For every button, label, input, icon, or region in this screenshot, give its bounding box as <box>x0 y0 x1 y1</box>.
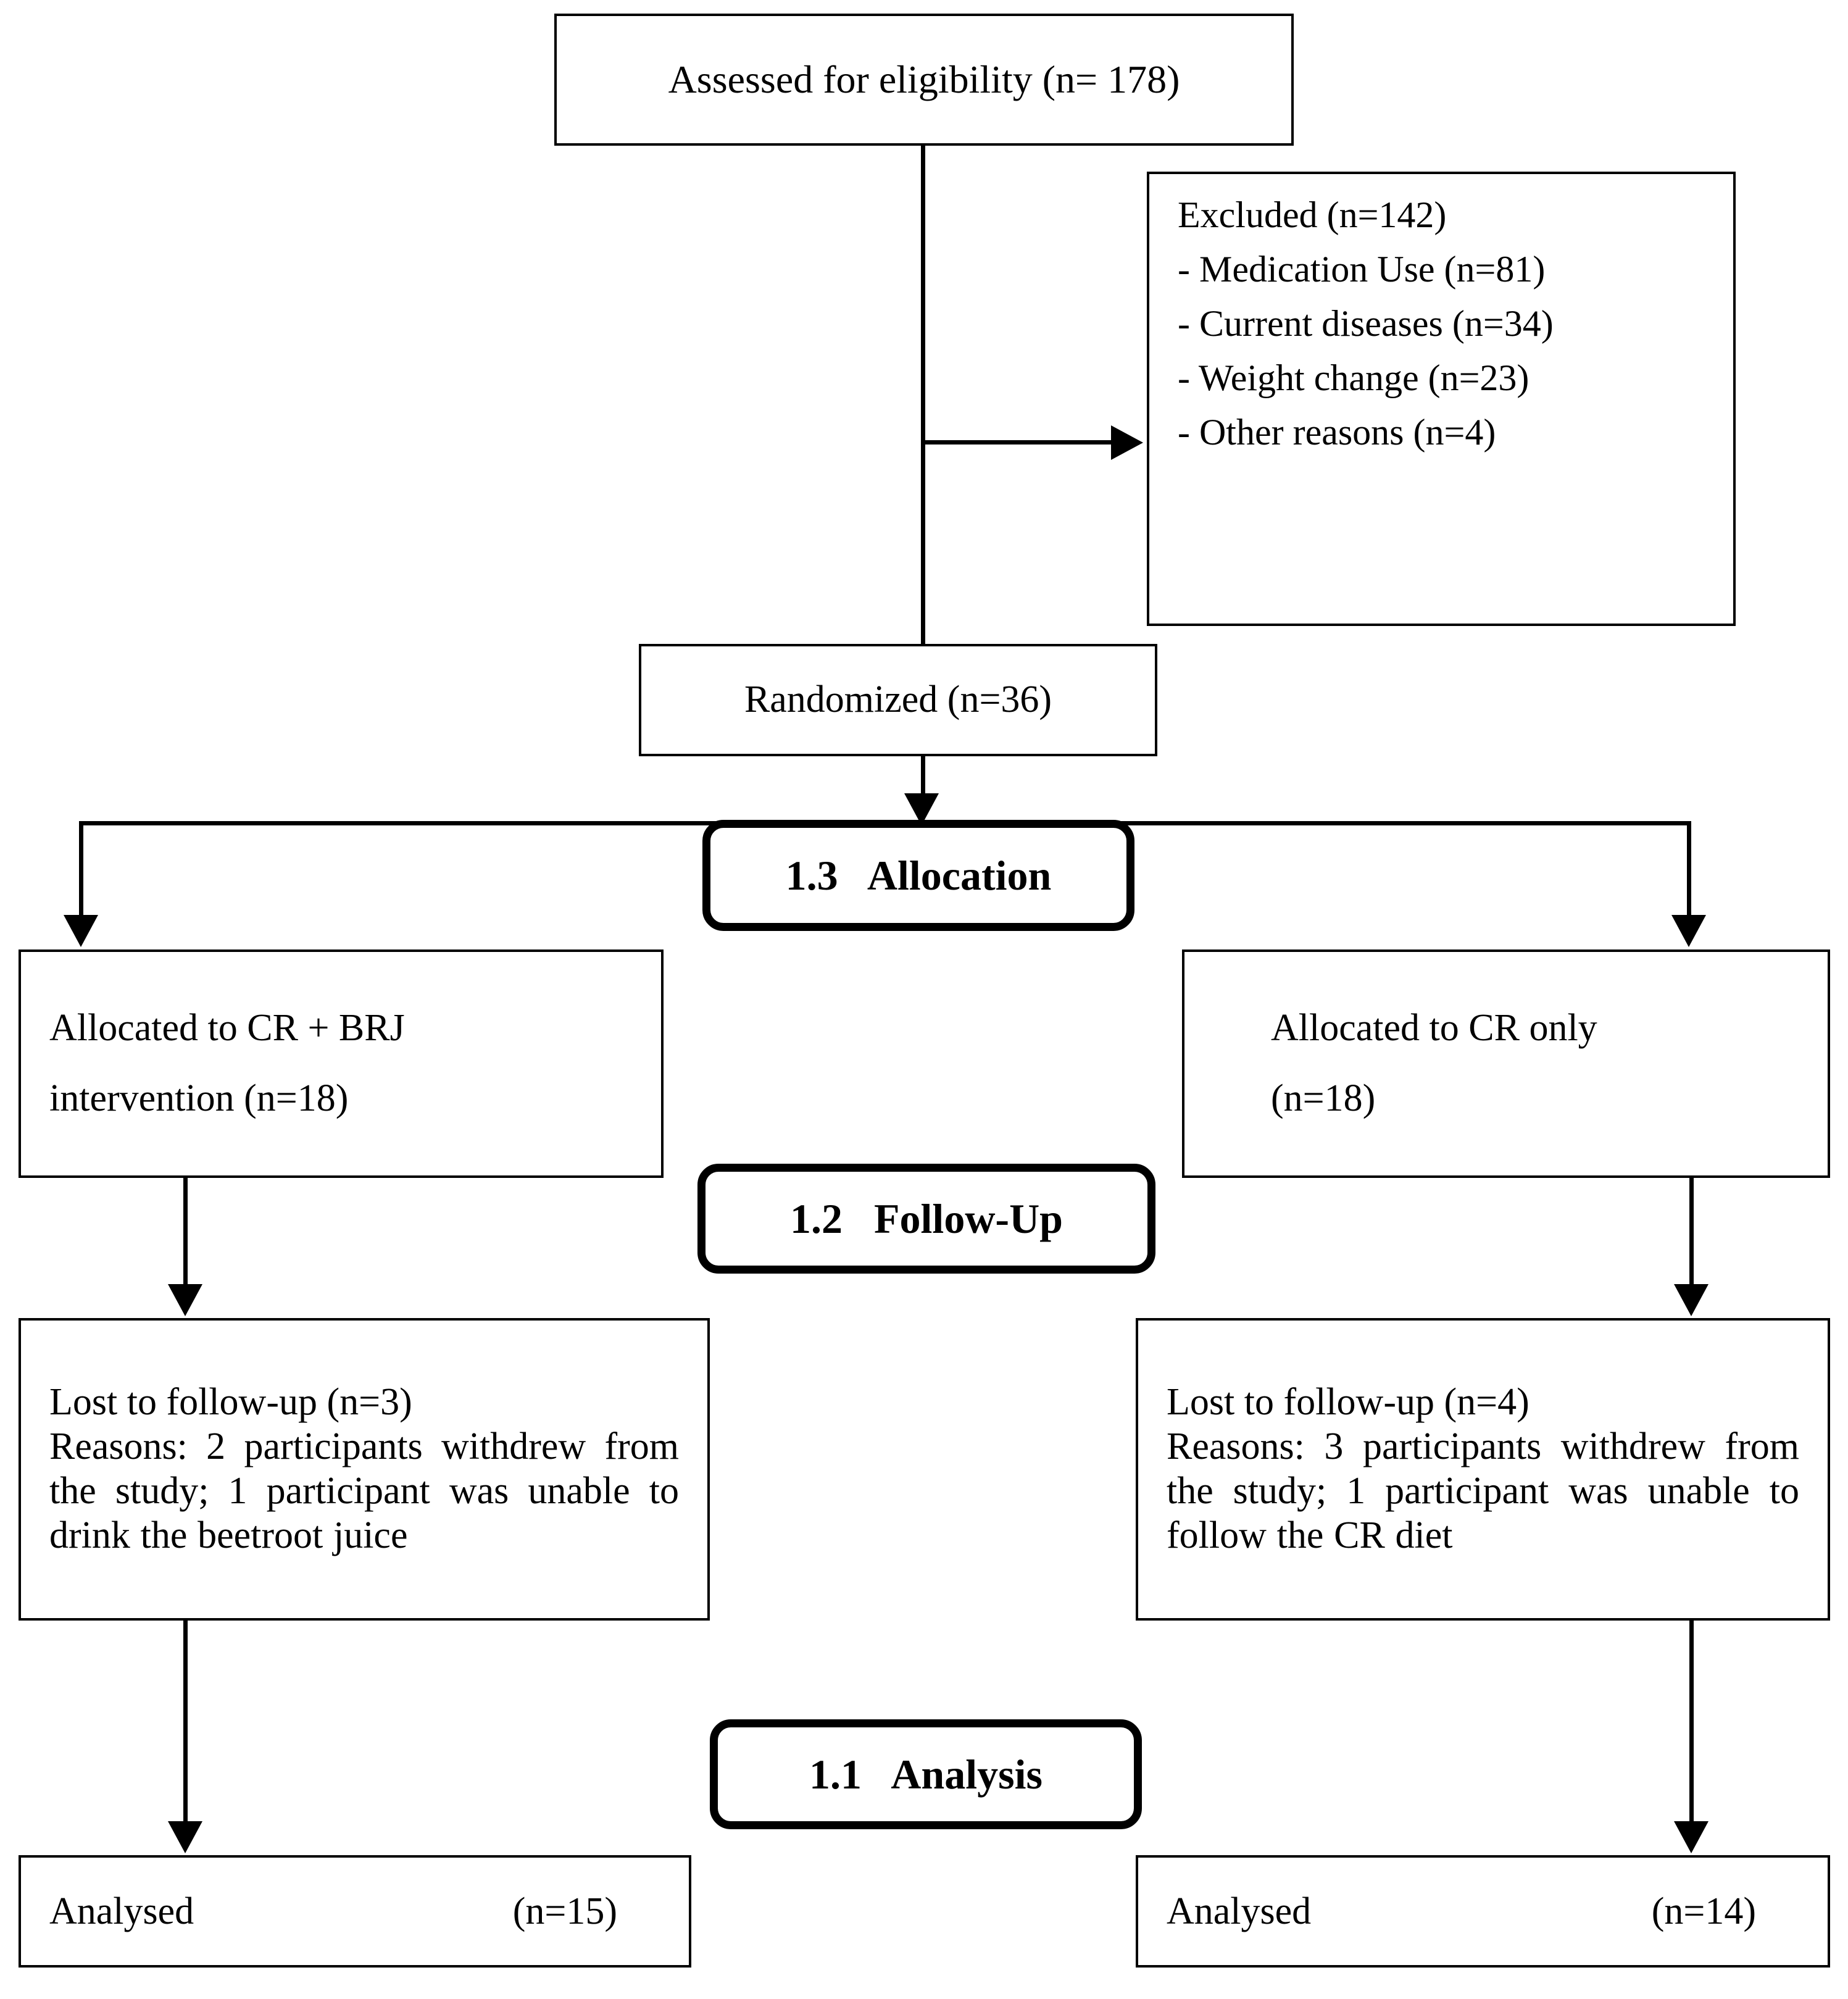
lost-left-reasons: Reasons: 2 participants withdrew from th… <box>49 1425 679 1556</box>
excluded-title: Excluded (n=142) <box>1178 194 1447 235</box>
connector-randomized-down <box>921 756 925 817</box>
connector-allocation-right-drop <box>1687 821 1691 920</box>
excluded-reason-medication: - Medication Use (n=81) <box>1178 249 1546 290</box>
banner-followup-label: 1.2 Follow-Up <box>790 1195 1063 1242</box>
lost-right-heading: Lost to follow-up (n=4) <box>1167 1381 1530 1424</box>
analysed-right-label: Analysed <box>1167 1890 1312 1932</box>
connector-lost-left-to-analysed-left <box>183 1621 188 1824</box>
node-lost-to-follow-up-right: Lost to follow-up (n=4) Reasons: 3 parti… <box>1136 1318 1830 1621</box>
randomized-label: Randomized (n=36) <box>744 678 1052 721</box>
assessed-label: Assessed for eligibility (n= 178) <box>668 57 1180 101</box>
excluded-reason-weight-change: - Weight change (n=23) <box>1178 357 1530 398</box>
analysed-right-row: Analysed (n=14) <box>1167 1890 1799 1934</box>
section-banner-follow-up: 1.2 Follow-Up <box>697 1164 1155 1274</box>
alloc-right-line2: (n=18) <box>1271 1077 1376 1119</box>
node-randomized: Randomized (n=36) <box>639 644 1157 756</box>
lost-left-heading: Lost to follow-up (n=3) <box>49 1381 412 1424</box>
analysed-left-count: (n=15) <box>512 1890 617 1932</box>
analysed-right-count: (n=14) <box>1651 1890 1756 1932</box>
section-banner-allocation: 1.3 Allocation <box>702 820 1134 931</box>
node-analysed-left: Analysed (n=15) <box>19 1855 691 1968</box>
banner-analysis-label: 1.1 Analysis <box>809 1750 1043 1798</box>
arrowhead-down-alloc-right <box>1671 915 1706 947</box>
node-allocated-cr-brj: Allocated to CR + BRJ intervention (n=18… <box>19 949 664 1178</box>
arrowhead-down-analysed-right <box>1674 1821 1709 1853</box>
lost-right-reasons: Reasons: 3 participants withdrew from th… <box>1167 1425 1799 1556</box>
node-excluded: Excluded (n=142) - Medication Use (n=81)… <box>1147 172 1736 626</box>
connector-assessed-to-excluded <box>921 440 1112 444</box>
connector-lost-right-to-analysed-right <box>1689 1621 1694 1824</box>
node-lost-to-follow-up-left: Lost to follow-up (n=3) Reasons: 2 parti… <box>19 1318 710 1621</box>
connector-assessed-to-randomized <box>921 146 925 644</box>
connector-allocation-left-drop <box>79 821 83 920</box>
analysed-left-row: Analysed (n=15) <box>49 1890 660 1934</box>
arrowhead-down-lost-left <box>168 1284 202 1316</box>
connector-alloc-right-to-lost-right <box>1689 1178 1694 1289</box>
node-assessed-for-eligibility: Assessed for eligibility (n= 178) <box>554 14 1294 146</box>
excluded-reason-other: - Other reasons (n=4) <box>1178 412 1496 453</box>
alloc-left-line1: Allocated to CR + BRJ <box>49 1007 405 1050</box>
alloc-right-line1: Allocated to CR only <box>1271 1007 1597 1050</box>
arrowhead-down-alloc-left <box>64 915 98 947</box>
arrowhead-right-excluded <box>1111 425 1143 460</box>
node-allocated-cr-only: Allocated to CR only (n=18) <box>1182 949 1830 1178</box>
node-analysed-right: Analysed (n=14) <box>1136 1855 1830 1968</box>
banner-allocation-label: 1.3 Allocation <box>785 851 1052 899</box>
excluded-reason-diseases: - Current diseases (n=34) <box>1178 303 1554 344</box>
section-banner-analysis: 1.1 Analysis <box>710 1719 1142 1829</box>
alloc-left-line2: intervention (n=18) <box>49 1077 349 1119</box>
connector-alloc-left-to-lost-left <box>183 1178 188 1289</box>
arrowhead-down-analysed-left <box>168 1821 202 1853</box>
arrowhead-down-lost-right <box>1674 1284 1709 1316</box>
analysed-left-label: Analysed <box>49 1890 194 1932</box>
